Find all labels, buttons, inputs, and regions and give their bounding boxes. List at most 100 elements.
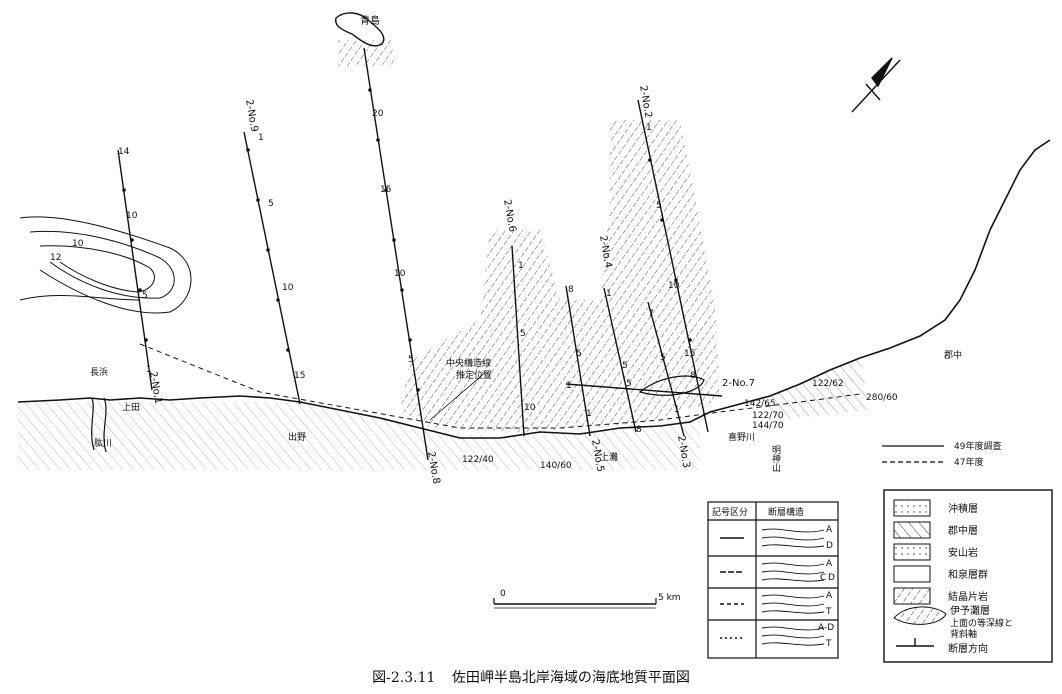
estimated-position-label: 推定位置	[456, 369, 492, 381]
survey-line-no7	[565, 383, 723, 397]
svg-text:5: 5	[408, 355, 414, 365]
central-structure-label: 中央構造線	[446, 357, 491, 369]
svg-text:1: 1	[518, 261, 524, 271]
land-hatch-east	[760, 358, 870, 420]
svg-text:15: 15	[684, 349, 695, 359]
svg-text:安山岩: 安山岩	[948, 546, 978, 559]
svg-text:1: 1	[674, 405, 680, 415]
svg-text:14: 14	[118, 147, 130, 157]
survey-line-no4	[603, 287, 637, 433]
line-label-no9: 2-No.9	[243, 99, 260, 133]
svg-text:A: A	[826, 591, 833, 601]
figure-caption: 図-2.3.11 佐田岬半島北岸海域の海底地質平面図	[0, 667, 1062, 687]
svg-text:5: 5	[142, 291, 148, 301]
svg-text:5: 5	[656, 201, 662, 211]
iyonada-contours	[19, 216, 192, 314]
svg-text:280/60: 280/60	[866, 393, 898, 403]
svg-text:10: 10	[394, 269, 406, 279]
svg-text:15: 15	[380, 185, 391, 195]
svg-text:D: D	[826, 541, 833, 551]
legend-dashed-label: 47年度	[954, 456, 983, 468]
geology-legend-box	[883, 489, 1053, 663]
svg-text:5: 5	[576, 349, 582, 359]
gunchu-hatch-zone	[400, 120, 720, 432]
figure-number: 図-2.3.11	[372, 670, 436, 686]
svg-text:断層方向: 断層方向	[948, 642, 988, 655]
nagahama-label: 長浜	[90, 367, 108, 378]
svg-text:10: 10	[282, 283, 294, 293]
svg-text:122/70: 122/70	[752, 411, 784, 421]
svg-text:5: 5	[268, 199, 274, 209]
geology-legend-swatches	[893, 499, 947, 647]
dono-label: 出野	[288, 431, 306, 443]
svg-text:5: 5	[622, 361, 628, 371]
svg-text:10: 10	[126, 211, 138, 221]
svg-text:5: 5	[520, 329, 526, 339]
svg-text:沖積層: 沖積層	[948, 502, 978, 515]
geology-legend-labels: 沖積層 郡中層 安山岩 和泉層群 結晶片岩 伊予灘層 上面の等深線と 背斜軸 断…	[948, 502, 1013, 655]
svg-text:142/65: 142/65	[744, 399, 776, 409]
structure-legend-box	[707, 501, 839, 659]
svg-text:結晶片岩: 結晶片岩	[948, 590, 988, 603]
meiji-label: 明神山	[770, 445, 781, 472]
survey-line-no1	[117, 149, 153, 391]
svg-text:5: 5	[626, 379, 632, 389]
svg-text:8: 8	[568, 285, 574, 295]
survey-line-dots	[122, 88, 692, 392]
svg-text:7: 7	[648, 309, 654, 319]
svg-text:15: 15	[294, 371, 305, 381]
line-label-no1: 2-No.1	[147, 371, 164, 405]
scale-zero: 0	[500, 589, 506, 599]
kamiteda-label: 上田	[122, 402, 140, 413]
svg-text:8: 8	[636, 425, 642, 435]
contour-label-10: 10	[72, 239, 84, 249]
svg-text:郡中層: 郡中層	[948, 524, 978, 537]
svg-text:背斜軸: 背斜軸	[950, 628, 977, 640]
survey-line-no5	[565, 285, 591, 437]
svg-text:140/60: 140/60	[540, 461, 572, 471]
svg-text:5: 5	[660, 353, 666, 363]
anticline-ellipse	[638, 375, 705, 396]
svg-text:T: T	[825, 607, 832, 617]
svg-text:10: 10	[668, 281, 680, 291]
structure-col2-header: 断層構造	[768, 506, 804, 518]
svg-text:和泉層群: 和泉層群	[948, 568, 988, 581]
svg-text:1: 1	[646, 123, 652, 133]
svg-text:1: 1	[258, 133, 264, 143]
structure-col1-header: 記号区分	[712, 506, 748, 518]
structure-legend-marks	[720, 537, 744, 639]
svg-text:D: D	[828, 573, 835, 583]
survey-line-no3	[647, 301, 685, 437]
svg-text:A-D: A-D	[818, 623, 834, 633]
line-label-no7: 2-No.7	[722, 378, 755, 389]
svg-text:A: A	[826, 525, 833, 535]
line-legend	[882, 445, 944, 463]
survey-line-no6	[511, 245, 525, 437]
survey-line-no9	[243, 131, 301, 405]
line-label-no2: 2-No.2	[637, 85, 654, 119]
ujiro-label: 上灘	[600, 451, 618, 463]
legend-solid-label: 49年度調査	[954, 440, 1001, 452]
svg-text:T: T	[825, 639, 832, 649]
land-hatch-west	[18, 402, 700, 470]
svg-text:A: A	[826, 559, 833, 569]
line-label-no6: 2-No.6	[501, 199, 518, 233]
strike-labels: 122/40 140/60 122/62 280/60 142/65 122/7…	[462, 379, 898, 471]
svg-text:C: C	[820, 573, 826, 583]
svg-text:1: 1	[586, 409, 592, 419]
scale-five: 5 km	[658, 593, 681, 603]
svg-text:1: 1	[606, 289, 612, 299]
svg-text:10: 10	[524, 403, 536, 413]
structure-legend-wave	[761, 528, 825, 646]
kishino-label: 喜野川	[728, 431, 755, 443]
svg-text:伊予灘層: 伊予灘層	[950, 604, 990, 617]
svg-text:1: 1	[146, 365, 152, 375]
svg-text:122/62: 122/62	[812, 379, 844, 389]
scale-bar	[493, 598, 657, 609]
svg-text:144/70: 144/70	[752, 421, 784, 431]
svg-text:122/40: 122/40	[462, 455, 494, 465]
hiji-label: 肱川	[94, 438, 112, 449]
gunchu-label: 郡中	[944, 349, 962, 361]
svg-text:上面の等深線と: 上面の等深線と	[950, 617, 1013, 629]
hiji-river	[91, 397, 107, 453]
